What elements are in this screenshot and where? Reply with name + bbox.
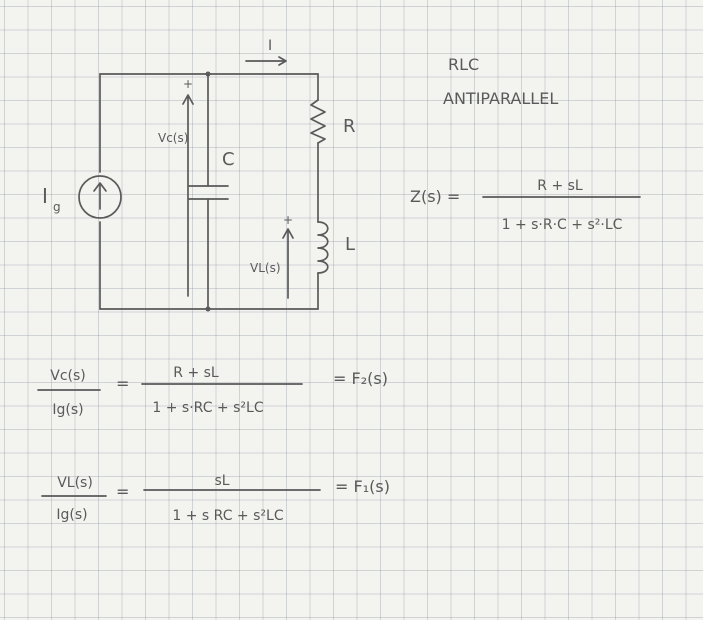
source-subscript: g — [53, 200, 61, 214]
tfl-numerator: sL — [214, 473, 229, 489]
vc-arrow-icon — [182, 94, 194, 297]
tfl-lhs-denominator: Ig(s) — [56, 507, 87, 523]
current-arrow-icon — [245, 56, 287, 66]
vl-plus: + — [283, 213, 293, 227]
vl-arrow-icon — [282, 228, 294, 299]
source-label: I — [42, 184, 48, 208]
current-label: I — [268, 38, 272, 54]
impedance-denominator: 1 + s·R·C + s²·LC — [502, 217, 623, 233]
vl-label: VL(s) — [250, 261, 281, 275]
vc-plus: + — [183, 77, 193, 91]
capacitor-label: C — [222, 149, 235, 170]
tfl-result: = F₁(s) — [335, 477, 390, 496]
impedance-lhs: Z(s) = — [410, 187, 460, 206]
tfc-equals: = — [116, 374, 129, 393]
tfc-denominator: 1 + s·RC + s²LC — [152, 400, 263, 416]
title-line2: ANTIPARALLEL — [443, 89, 558, 108]
resistor — [310, 99, 326, 144]
tfc-numerator: R + sL — [173, 365, 219, 381]
inductor — [317, 221, 329, 274]
impedance-numerator: R + sL — [537, 178, 583, 194]
title-line1: RLC — [448, 55, 479, 74]
inductor-label: L — [345, 234, 355, 255]
resistor-label: R — [343, 116, 356, 137]
vc-label: Vc(s) — [158, 131, 188, 145]
current-source — [78, 175, 122, 219]
source-arrow-icon — [93, 182, 107, 210]
tfc-lhs-numerator: Vc(s) — [50, 368, 86, 384]
tfl-lhs-numerator: VL(s) — [57, 475, 93, 491]
tfl-denominator: 1 + s RC + s²LC — [172, 508, 283, 524]
node-top — [205, 71, 211, 77]
node-bottom — [205, 306, 211, 312]
tfl-equals: = — [116, 482, 129, 501]
tfc-result: = F₂(s) — [333, 369, 388, 388]
tfc-lhs-denominator: Ig(s) — [52, 402, 83, 418]
